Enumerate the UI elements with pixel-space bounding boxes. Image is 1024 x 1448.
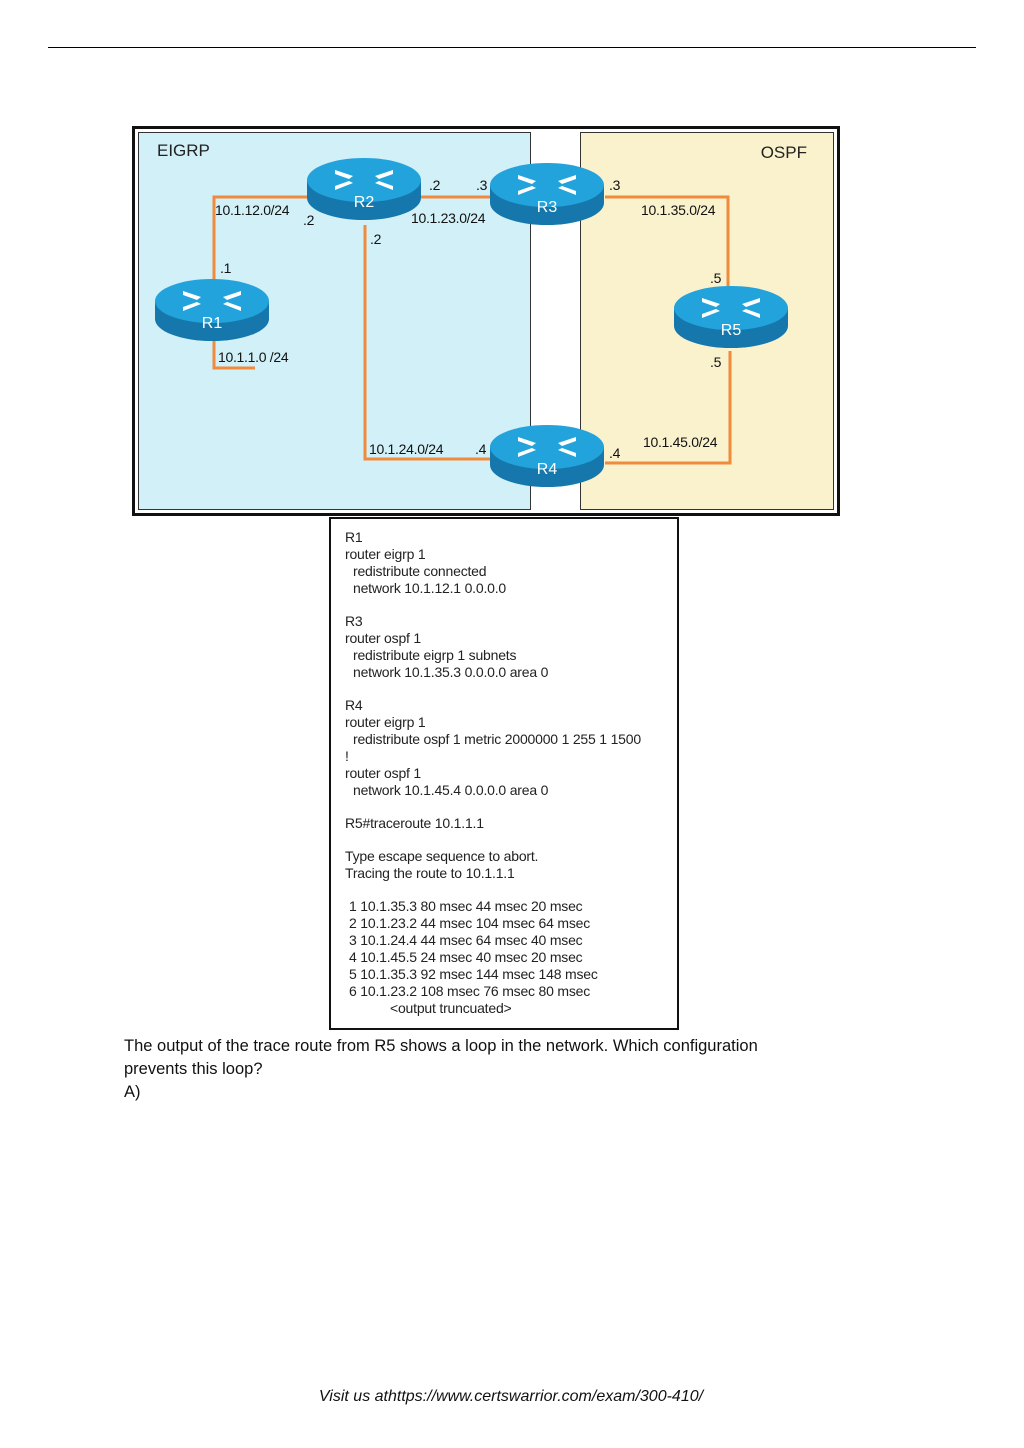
network-diagram: EIGRP OSPF R2: [132, 126, 840, 516]
router-icon: [490, 163, 604, 225]
config-r3-line: redistribute eigrp 1 subnets: [353, 647, 517, 663]
config-r1-line: network 10.1.12.1 0.0.0.0: [353, 580, 506, 596]
router-r1: R1: [153, 275, 271, 345]
ospf-zone-label: OSPF: [760, 143, 807, 162]
config-r4-title: R4: [345, 697, 363, 713]
router-icon: [155, 279, 269, 341]
question-text-line-2: prevents this loop?: [124, 1060, 263, 1078]
router-r2: R2: [305, 154, 423, 224]
trace-hop: 4 10.1.45.5 24 msec 40 msec 20 msec: [349, 949, 583, 965]
trace-header-line: Type escape sequence to abort.: [345, 848, 539, 864]
router-icon: [490, 425, 604, 487]
interface-r2-left: .2: [303, 212, 315, 228]
router-icon: [674, 286, 788, 348]
interface-r4-right: .4: [609, 445, 621, 461]
interface-r3-left: .3: [476, 177, 488, 193]
network-label-r3-r5: 10.1.35.0/24: [641, 202, 716, 218]
network-label-r2-r4: 10.1.24.0/24: [369, 441, 444, 457]
interface-r5-top: .5: [710, 270, 722, 286]
trace-hop: 5 10.1.35.3 92 msec 144 msec 148 msec: [349, 966, 598, 982]
network-links: [212, 195, 732, 465]
trace-hop: 2 10.1.23.2 44 msec 104 msec 64 msec: [349, 915, 591, 931]
router-r3: R3: [488, 159, 606, 229]
eigrp-zone-label: EIGRP: [157, 141, 210, 160]
config-r1-line: redistribute connected: [353, 563, 487, 579]
config-r1-line: router eigrp 1: [345, 546, 426, 562]
trace-hop: 3 10.1.24.4 44 msec 64 msec 40 msec: [349, 932, 583, 948]
interface-r3-right: .3: [609, 177, 621, 193]
router-r5: R5: [672, 282, 790, 352]
config-r4-line: router eigrp 1: [345, 714, 426, 730]
ospf-zone: OSPF: [580, 132, 834, 510]
router-r2-label: R2: [353, 194, 375, 211]
option-a-label: A): [124, 1083, 141, 1101]
config-r4-line: network 10.1.45.4 0.0.0.0 area 0: [353, 782, 549, 798]
interface-r5-bottom: .5: [710, 354, 722, 370]
config-r3-line: router ospf 1: [345, 630, 421, 646]
router-r3-label: R3: [536, 199, 558, 216]
network-label-r1-lan: 10.1.1.0 /24: [218, 349, 289, 365]
traceroute-command: R5#traceroute 10.1.1.1: [345, 815, 484, 831]
router-r5-label: R5: [720, 322, 742, 339]
router-r4: R4: [488, 421, 606, 491]
interface-r1-top: .1: [220, 260, 232, 276]
config-r3-line: network 10.1.35.3 0.0.0.0 area 0: [353, 664, 549, 680]
network-label-r2-r3: 10.1.23.0/24: [411, 210, 486, 226]
config-r4-line: redistribute ospf 1 metric 2000000 1 255…: [353, 731, 641, 747]
network-label-r1-r2: 10.1.12.0/24: [215, 202, 290, 218]
config-output-box: R1 router eigrp 1 redistribute connected…: [329, 517, 679, 1030]
router-r4-label: R4: [536, 461, 558, 478]
router-icon: [307, 158, 421, 220]
config-r3-title: R3: [345, 613, 363, 629]
header-rule: [48, 47, 976, 48]
interface-r4-left: .4: [475, 441, 487, 457]
question: The output of the trace route from R5 sh…: [124, 1035, 884, 1104]
question-text-line-1: The output of the trace route from R5 sh…: [124, 1037, 758, 1055]
config-r1-title: R1: [345, 529, 363, 545]
config-r4-line: router ospf 1: [345, 765, 421, 781]
footer-link-text: Visit us athttps://www.certswarrior.com/…: [318, 1388, 704, 1405]
interface-r2-right: .2: [429, 177, 441, 193]
network-label-r5-r4: 10.1.45.0/24: [643, 434, 718, 450]
trace-truncated-note: <output truncuated>: [390, 1000, 512, 1016]
trace-hop: 1 10.1.35.3 80 msec 44 msec 20 msec: [349, 898, 583, 914]
link-r3-r5: [605, 195, 730, 289]
link-r1-lan: [212, 334, 255, 370]
trace-hop: 6 10.1.23.2 108 msec 76 msec 80 msec: [349, 983, 591, 999]
link-r2-r4: [363, 225, 495, 461]
link-r1-r2: [212, 195, 313, 289]
trace-header-line: Tracing the route to 10.1.1.1: [345, 865, 515, 881]
interface-r2-bottom: .2: [370, 231, 382, 247]
router-r1-label: R1: [201, 315, 223, 332]
link-r5-r4: [605, 351, 732, 465]
config-r4-line: !: [345, 748, 349, 764]
